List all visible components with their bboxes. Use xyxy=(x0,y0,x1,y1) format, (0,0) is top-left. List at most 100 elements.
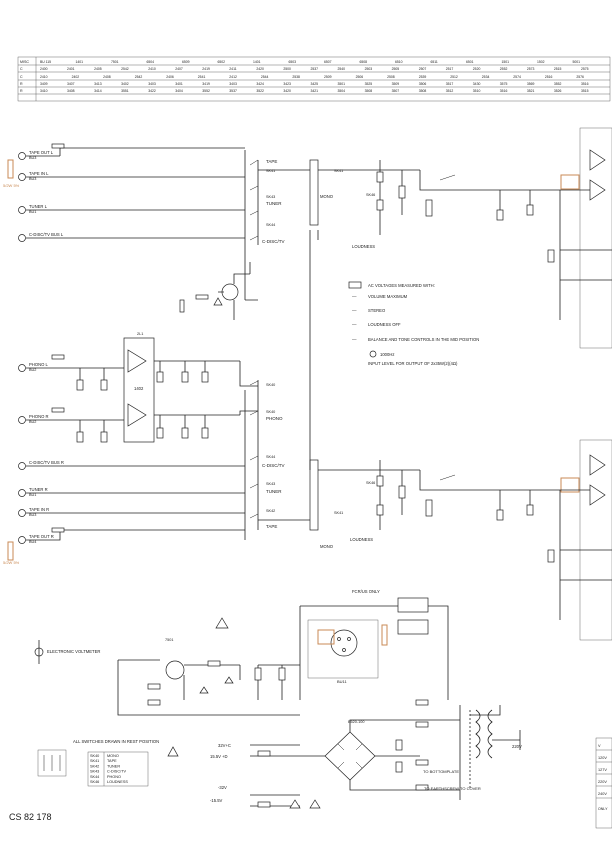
index-row-label: MISC xyxy=(20,60,29,64)
bridge-rectifier xyxy=(324,731,376,781)
switch-function: TAPE xyxy=(266,159,277,164)
jack-tuner-l xyxy=(18,206,26,214)
index-cell: 2420 xyxy=(256,67,264,71)
index-cell: 3420 xyxy=(283,89,291,93)
index-cell: 2552 xyxy=(500,67,508,71)
index-cell: 2575 xyxy=(581,67,589,71)
switch-legend-id: SK43 xyxy=(90,770,99,774)
index-cell: 5001 xyxy=(573,60,581,64)
index-cell: 2520 xyxy=(473,67,481,71)
jack-cdisc-r xyxy=(18,462,26,470)
switch-function: C-DISC/TV xyxy=(262,239,285,244)
selector-switch-bank: TAPE SK41 SK43 TUNER SK44 C-DISC/TV SK40… xyxy=(245,159,310,530)
freq-marker-icon xyxy=(369,350,377,358)
protection-section: ELECTRONIC VOLTMETER 7501 xyxy=(34,617,300,757)
index-cell: 3508 xyxy=(419,89,427,93)
index-cell: 2506 xyxy=(356,75,364,79)
index-cell: 3403 xyxy=(229,82,237,86)
index-cell: 3408 xyxy=(67,89,75,93)
switch-id: SK46 xyxy=(366,481,375,485)
index-cell: 2401 xyxy=(67,67,75,71)
index-cell: 3422 xyxy=(148,89,156,93)
switch-legend-id: SK42 xyxy=(90,764,99,768)
index-cell: 3423 xyxy=(283,82,291,86)
input-bus: BU2 xyxy=(29,368,36,372)
legend-item: LOUDNESS OFF xyxy=(368,322,401,327)
rail-label: -15.5V xyxy=(210,798,223,803)
index-cell: 3521 xyxy=(527,89,535,93)
index-cell: 2405 xyxy=(94,67,102,71)
jack-cdisc-l xyxy=(18,234,26,242)
legend-input-level: INPUT LEVEL FOR OUTPUT OF 2x35W(2)(4Ω) xyxy=(368,361,458,366)
index-cell: 2534 xyxy=(482,75,490,79)
index-cell: 6502 xyxy=(218,60,226,64)
index-cell: 3512 xyxy=(446,89,454,93)
switch-legend-function: C-DISC/TV xyxy=(107,770,126,774)
input-bus: BU3 xyxy=(29,513,36,517)
svg-text:—: — xyxy=(352,294,357,299)
jack-tape-out-l xyxy=(18,152,26,160)
index-cell: 3515 xyxy=(581,89,589,93)
switch-id: SK40 xyxy=(266,383,275,387)
svg-text:V: V xyxy=(598,744,601,748)
index-cell: 3409 xyxy=(40,82,48,86)
index-cell: 6503 xyxy=(289,60,297,64)
index-cell: 3425 xyxy=(311,82,319,86)
index-cell: 2408 xyxy=(103,75,111,79)
switch-legend-id: SK44 xyxy=(90,775,99,779)
index-cell: 2516 xyxy=(545,75,553,79)
mono-label: MONO xyxy=(320,544,334,549)
index-cell: 2512 xyxy=(450,75,458,79)
tone-loudness-section: MONO MONO SK41 SK41 LOUDNESS LOUDNESS SK… xyxy=(309,159,580,549)
legend-item: VOLUME MAXIMUM xyxy=(368,294,408,299)
index-cell: 2542 xyxy=(135,75,143,79)
index-cell: 3508 xyxy=(365,89,373,93)
switch-legend-id: SK40 xyxy=(90,754,99,758)
index-cell: 3421 xyxy=(311,89,319,93)
input-bus: BU1 xyxy=(29,210,36,214)
mains-voltage: 120V xyxy=(598,756,607,760)
index-cell: 1401 xyxy=(253,60,261,64)
index-cell: 3552 xyxy=(554,82,562,86)
input-label: PHONO L xyxy=(29,362,49,367)
mains-voltage: 240V xyxy=(598,792,607,796)
index-cell: 2542 xyxy=(121,67,129,71)
index-cell: 2407 xyxy=(175,67,183,71)
index-cell: 2508 xyxy=(387,75,395,79)
transistor-7501 xyxy=(165,660,185,680)
input-label: C-DISC/TV BUS R xyxy=(29,460,64,465)
index-cell: 2573 xyxy=(527,67,535,71)
index-cell: 2517 xyxy=(446,67,454,71)
index-cell: 3537 xyxy=(229,89,237,93)
jack-tape-in-l xyxy=(18,173,26,181)
input-label: PHONO R xyxy=(29,414,49,419)
index-cell: 2576 xyxy=(576,75,584,79)
index-cell: 2509 xyxy=(324,75,332,79)
bottomplate-label: TO BOTTOMPLATE xyxy=(423,769,459,774)
index-cell: 6504 xyxy=(147,60,155,64)
input-bus: BU3 xyxy=(29,177,36,181)
rail-label: -32V xyxy=(218,785,227,790)
switch-legend-function: TAPE xyxy=(107,759,117,763)
input-label: C-DISC/TV BUS L xyxy=(29,232,64,237)
ic-label: 1402 xyxy=(134,386,144,391)
mains-voltage: 127V xyxy=(598,768,607,772)
mains-note: ONLY xyxy=(598,807,608,811)
index-cell: 3414 xyxy=(94,89,102,93)
index-cell: 6510 xyxy=(395,60,403,64)
index-cell: 3551 xyxy=(121,89,129,93)
index-cell: 2539 xyxy=(419,75,427,79)
jack-tape-out-r xyxy=(18,536,26,544)
earthscrew-label: TO EARTHSCREW TO COVER xyxy=(424,786,481,791)
legend-title: AC VOLTAGES MEASURED WITH: xyxy=(368,283,435,288)
switch-legend-function: LOUDNESS xyxy=(107,780,128,784)
index-cell: BU 115 xyxy=(40,60,51,64)
index-cell: 2537 xyxy=(311,67,319,71)
phono-preamp: 1402 2L1 xyxy=(76,332,258,443)
index-cell: 6511 xyxy=(431,60,438,64)
load-resistor xyxy=(7,541,14,561)
input-label: TAPE OUT R xyxy=(29,534,54,539)
svg-text:—: — xyxy=(352,322,357,327)
jack-tape-in-r xyxy=(18,509,26,517)
